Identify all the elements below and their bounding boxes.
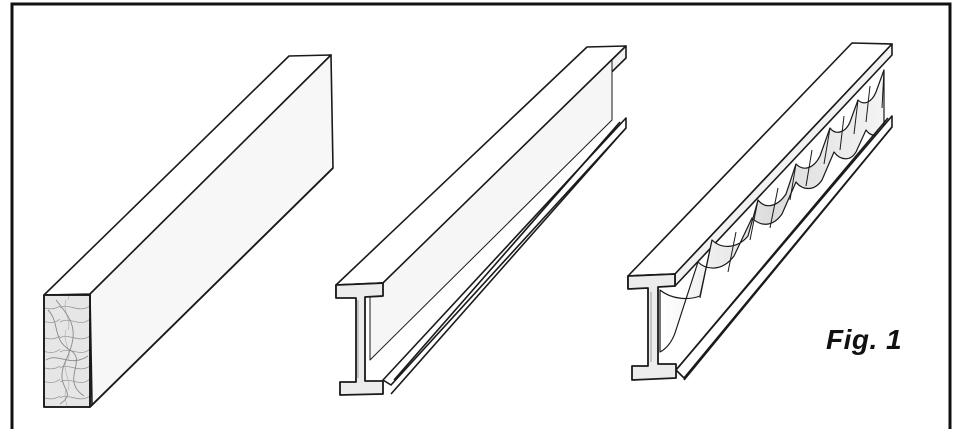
corrugated-web bbox=[659, 69, 885, 353]
timber-end-grain bbox=[43, 294, 91, 408]
i-beam-cross-section bbox=[335, 282, 384, 396]
figure-frame bbox=[10, 2, 952, 429]
figure-label: Fig. 1 bbox=[826, 324, 903, 355]
steel-i-beam bbox=[335, 45, 627, 396]
corrugated-beam-cross-section bbox=[627, 273, 677, 381]
corrugated-web-i-beam bbox=[627, 42, 893, 381]
rectangular-timber-beam bbox=[43, 54, 334, 408]
